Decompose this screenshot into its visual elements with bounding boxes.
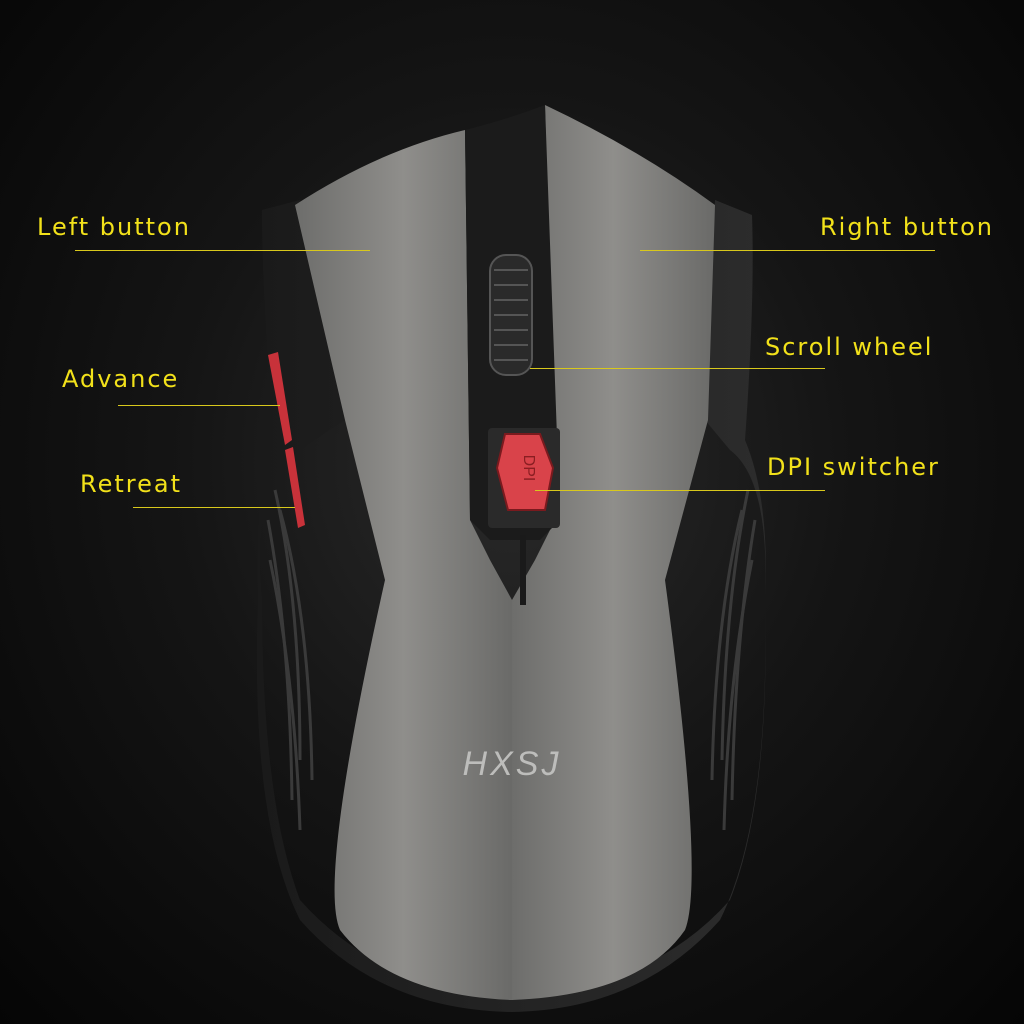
callout-line-retreat xyxy=(133,507,295,508)
callout-right-button: Right button xyxy=(820,213,994,241)
callout-left-button: Left button xyxy=(37,213,191,241)
left-grip xyxy=(266,489,314,831)
dpi-button[interactable] xyxy=(495,433,555,511)
callout-retreat: Retreat xyxy=(80,470,182,498)
advance-button[interactable] xyxy=(268,352,292,445)
dpi-button-text: DPI xyxy=(520,455,537,482)
callout-line-right-button xyxy=(640,250,935,251)
right-button-shell xyxy=(512,105,715,1000)
right-grip xyxy=(710,489,757,831)
callout-line-dpi-switcher xyxy=(535,490,825,491)
mouse-body xyxy=(256,200,766,1012)
callout-scroll-wheel: Scroll wheel xyxy=(765,333,934,361)
left-button-shell xyxy=(295,130,512,1000)
brand-logo: HXSJ xyxy=(463,745,562,783)
callout-line-scroll-wheel xyxy=(530,368,825,369)
retreat-button[interactable] xyxy=(285,447,305,528)
callout-advance: Advance xyxy=(62,365,180,393)
callout-line-advance xyxy=(118,405,280,406)
callout-line-left-button xyxy=(75,250,370,251)
callout-dpi-switcher: DPI switcher xyxy=(767,453,940,481)
